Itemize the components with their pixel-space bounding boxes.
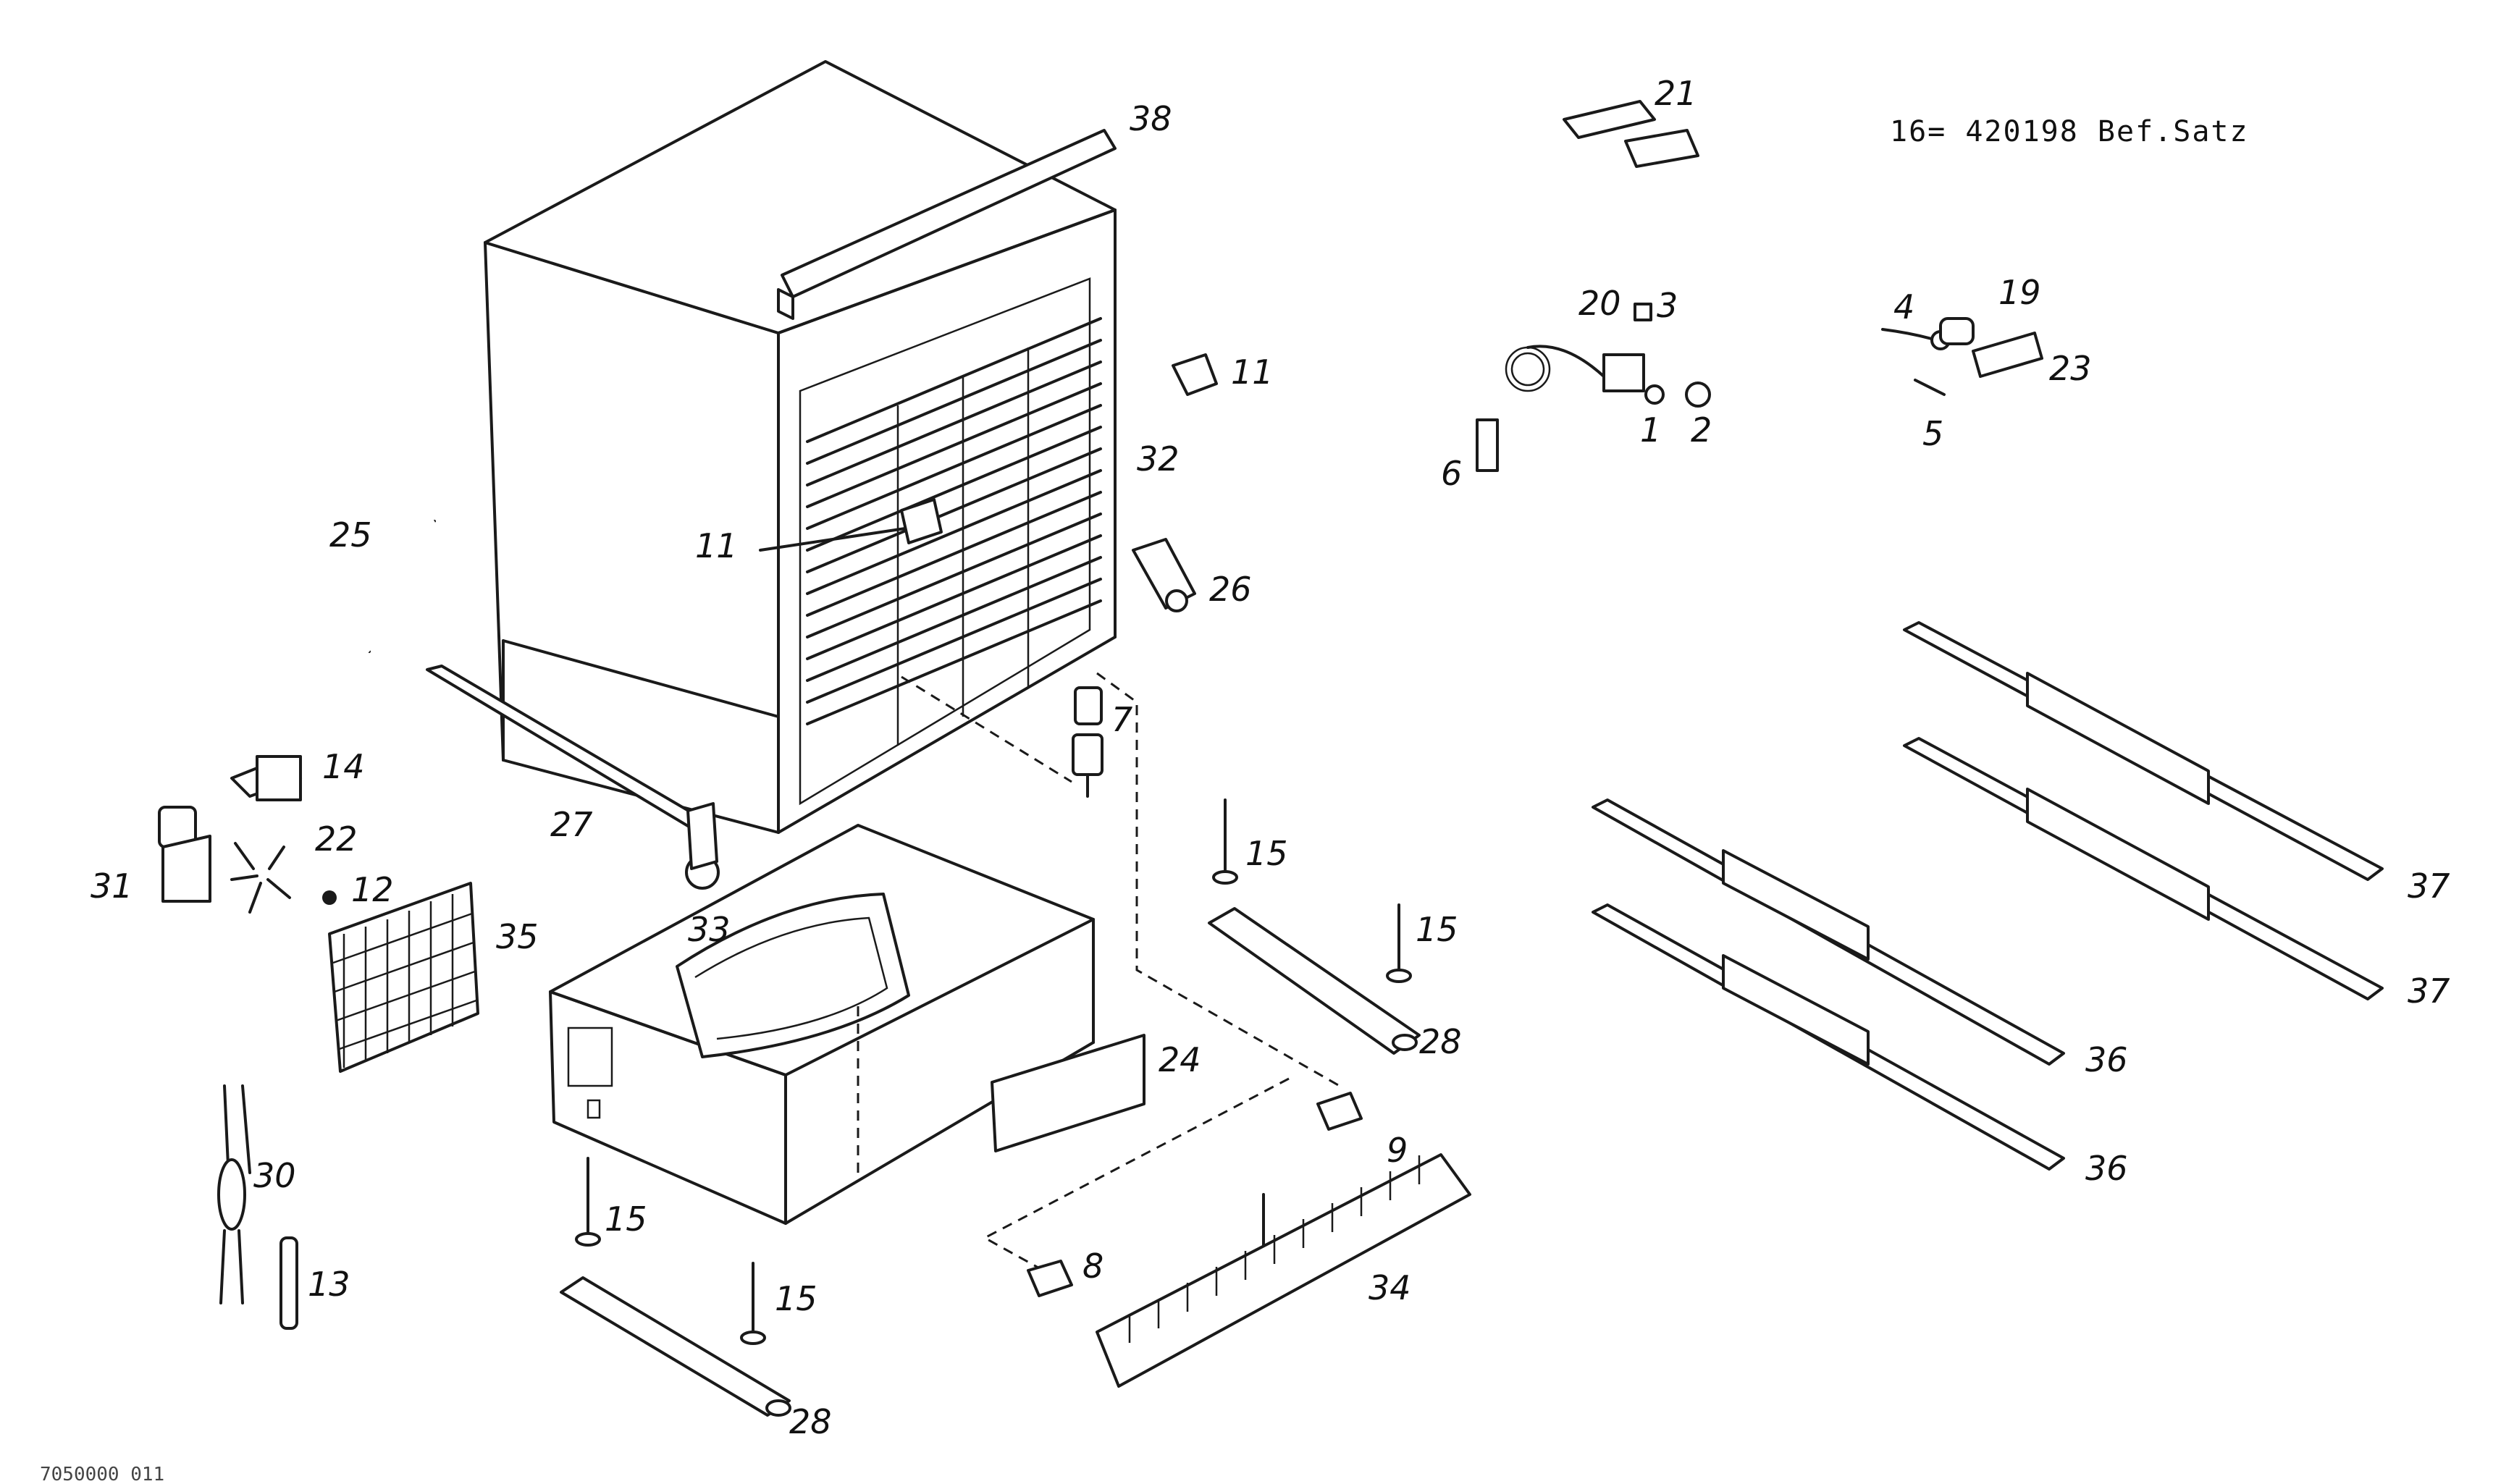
callout-13: 13 (308, 1265, 350, 1304)
fan-motor-assembly (158, 755, 337, 914)
kick-plate-grille (1096, 1153, 1471, 1388)
callout-14: 14 (322, 747, 365, 786)
callout-28-a: 28 (1419, 1022, 1462, 1061)
callout-32: 32 (1137, 439, 1180, 478)
levelling-foot (575, 798, 1412, 1345)
side-rail (426, 665, 720, 890)
cabinet-body (484, 60, 1117, 834)
callout-22: 22 (315, 819, 358, 859)
bottom-hinge (1132, 538, 1196, 612)
callout-labels: 1 2 3 4 5 6 7 8 9 11 11 12 13 14 15 15 1… (91, 74, 2450, 1441)
callout-38: 38 (1130, 99, 1172, 138)
condenser (328, 882, 479, 1073)
callout-20: 20 (1578, 284, 1621, 323)
callout-34: 34 (1369, 1268, 1411, 1307)
callout-9: 9 (1387, 1131, 1408, 1170)
callout-37-a: 37 (2408, 867, 2450, 906)
callout-15-c: 15 (605, 1200, 647, 1239)
callout-8: 8 (1082, 1247, 1103, 1286)
dryer-filter (217, 1084, 251, 1304)
callout-5: 5 (1922, 414, 1943, 453)
callout-11-top: 11 (1231, 353, 1274, 392)
drain-funnel (1072, 686, 1103, 798)
callout-36-b: 36 (2085, 1149, 2128, 1188)
callout-21: 21 (1655, 74, 1697, 113)
top-hinge-bracket (777, 129, 1117, 320)
callout-15-b: 15 (1416, 910, 1458, 949)
callout-11-inner: 11 (695, 526, 738, 565)
interior-light (1881, 317, 2043, 396)
thermostat-probe (279, 1236, 298, 1330)
callout-2: 2 (1691, 410, 1712, 450)
callout-37-b: 37 (2408, 971, 2450, 1011)
callout-7: 7 (1111, 700, 1132, 739)
callout-6: 6 (1441, 454, 1462, 493)
callout-12: 12 (351, 870, 394, 909)
fixing-set-note: 16= 420198 Bef.Satz (1890, 115, 2249, 148)
lamp-cover (1563, 100, 1699, 168)
callout-27: 27 (550, 805, 593, 844)
callout-33: 33 (688, 910, 731, 949)
callout-35: 35 (496, 917, 539, 956)
drain-hose (315, 511, 440, 660)
foot-rail (560, 907, 1421, 1417)
callout-15-d: 15 (775, 1279, 817, 1318)
drip-tray (676, 893, 910, 1058)
callout-28-b: 28 (789, 1402, 832, 1441)
thermostat (1476, 303, 1711, 472)
callout-1: 1 (1640, 410, 1661, 450)
routing-lines (857, 672, 1340, 1276)
callout-24: 24 (1159, 1040, 1201, 1079)
callout-3: 3 (1657, 286, 1678, 325)
callout-4: 4 (1893, 287, 1914, 326)
callout-31: 31 (91, 867, 133, 906)
callout-26: 26 (1209, 570, 1252, 609)
callout-15-a: 15 (1245, 834, 1288, 873)
callout-23: 23 (2049, 349, 2092, 388)
callout-25: 25 (329, 515, 372, 555)
callout-36-a: 36 (2085, 1040, 2128, 1079)
callout-30: 30 (253, 1156, 296, 1195)
evaporator-coil (806, 317, 1102, 746)
telescopic-slide (1592, 621, 2384, 1171)
drawing-code: 7050000 011 (40, 1464, 164, 1484)
clip (1027, 1092, 1363, 1297)
callout-19: 19 (1998, 273, 2041, 312)
part-11-bracket (759, 353, 1218, 552)
